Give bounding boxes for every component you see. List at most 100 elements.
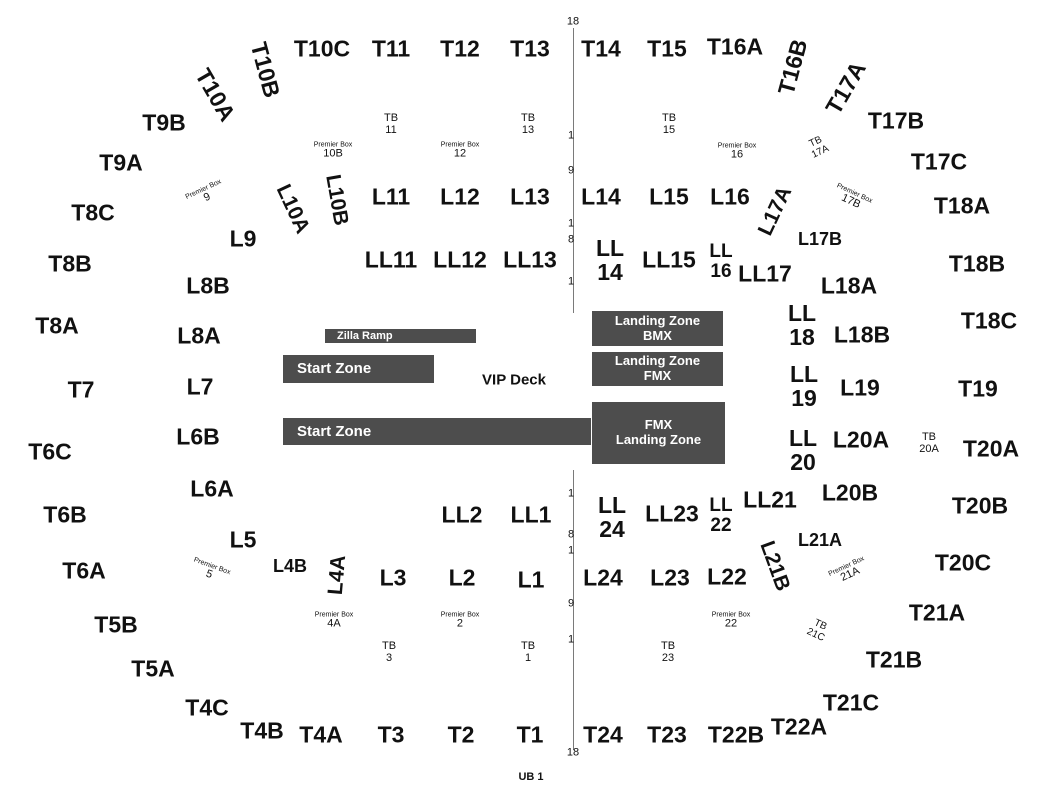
section-T19[interactable]: T19 [958,375,998,402]
section-T6C[interactable]: T6C [28,438,72,465]
section-T24[interactable]: T24 [583,721,623,748]
section-L6A[interactable]: L6A [190,475,234,502]
section-L4A[interactable]: L4A [323,554,351,596]
section-L6B[interactable]: L6B [176,423,220,450]
section-LL17[interactable]: LL17 [738,260,792,287]
section-T6B[interactable]: T6B [43,501,87,528]
section-T13[interactable]: T13 [510,35,550,62]
section-LL16[interactable]: LL 16 [709,242,732,282]
section-L2[interactable]: L2 [448,564,476,591]
section-L15[interactable]: L15 [649,183,689,210]
section-T8C[interactable]: T8C [71,199,115,226]
section-T9B[interactable]: T9B [142,109,186,136]
section-T23[interactable]: T23 [647,721,687,748]
section-T17A[interactable]: T17A [820,56,871,119]
section-T5B[interactable]: T5B [94,611,138,638]
section-LL11[interactable]: LL11 [364,246,418,273]
section-T1[interactable]: T1 [516,721,544,748]
section-T21C[interactable]: T21C [822,689,880,716]
section-LL2[interactable]: LL2 [441,501,483,528]
section-L23[interactable]: L23 [650,564,690,591]
section-T8B[interactable]: T8B [48,250,92,277]
section-T21A[interactable]: T21A [908,599,966,626]
section-T10B[interactable]: T10B [245,39,286,101]
section-T4B[interactable]: T4B [240,717,284,744]
section-L16[interactable]: L16 [710,183,750,210]
section-T10A[interactable]: T10A [190,63,241,126]
section-T4A[interactable]: T4A [299,721,343,748]
section-LL24[interactable]: LL 24 [598,493,626,541]
section-T10C[interactable]: T10C [293,35,351,62]
section-T20C[interactable]: T20C [934,549,992,576]
section-T18B[interactable]: T18B [948,250,1006,277]
section-L21B[interactable]: L21B [755,537,795,595]
section-T14[interactable]: T14 [581,35,621,62]
vip-deck[interactable]: VIP Deck [482,371,546,389]
section-L20B[interactable]: L20B [821,479,879,506]
section-L13[interactable]: L13 [510,183,550,210]
section-T16B[interactable]: T16B [772,36,813,98]
section-T6A[interactable]: T6A [62,557,106,584]
section-T20A[interactable]: T20A [962,435,1020,462]
landing-zone-fmx[interactable]: Landing Zone FMX [592,352,723,386]
section-LL20[interactable]: LL 20 [789,426,817,474]
section-LL1[interactable]: LL1 [510,501,552,528]
fmx-landing-zone[interactable]: FMX Landing Zone [592,402,725,464]
section-L20A[interactable]: L20A [832,426,890,453]
section-LL21[interactable]: LL21 [743,486,797,513]
section-T22B[interactable]: T22B [707,721,765,748]
section-T4C[interactable]: T4C [185,694,229,721]
section-UB1[interactable]: UB 1 [518,770,544,783]
section-T3[interactable]: T3 [377,721,405,748]
section-L18B[interactable]: L18B [833,321,891,348]
section-L5[interactable]: L5 [229,526,257,553]
section-L4B[interactable]: L4B [272,556,308,576]
section-L10B[interactable]: L10B [321,172,353,228]
section-L7[interactable]: L7 [186,373,214,400]
section-T2[interactable]: T2 [447,721,475,748]
section-T18A[interactable]: T18A [933,192,991,219]
section-LL23[interactable]: LL23 [645,500,699,527]
section-T17C[interactable]: T17C [910,148,968,175]
section-LL19[interactable]: LL 19 [790,362,818,410]
section-T12[interactable]: T12 [440,35,480,62]
section-T11[interactable]: T11 [371,35,411,62]
section-L17A[interactable]: L17A [753,182,797,240]
section-T8A[interactable]: T8A [35,312,79,339]
section-LL13[interactable]: LL13 [503,246,557,273]
section-L24[interactable]: L24 [583,564,623,591]
section-T21B[interactable]: T21B [865,646,923,673]
section-LL22[interactable]: LL 22 [709,496,732,536]
section-L18A[interactable]: L18A [820,272,878,299]
section-L8B[interactable]: L8B [186,272,230,299]
section-LL12[interactable]: LL12 [433,246,487,273]
section-L8A[interactable]: L8A [177,322,221,349]
section-T5A[interactable]: T5A [131,655,175,682]
section-L19[interactable]: L19 [840,374,880,401]
section-T15[interactable]: T15 [647,35,687,62]
section-L11[interactable]: L11 [371,183,411,210]
section-LL18[interactable]: LL 18 [788,301,816,349]
section-LL14[interactable]: LL 14 [596,236,624,284]
section-L10A[interactable]: L10A [271,180,315,238]
section-T22A[interactable]: T22A [770,713,828,740]
section-L12[interactable]: L12 [440,183,480,210]
landing-zone-bmx[interactable]: Landing Zone BMX [592,311,723,346]
section-L14[interactable]: L14 [581,183,621,210]
section-T16A[interactable]: T16A [706,33,764,60]
section-LL15[interactable]: LL15 [642,246,696,273]
zilla-ramp[interactable]: Zilla Ramp [325,329,476,343]
section-L22[interactable]: L22 [707,563,747,590]
section-T9A[interactable]: T9A [99,149,143,176]
